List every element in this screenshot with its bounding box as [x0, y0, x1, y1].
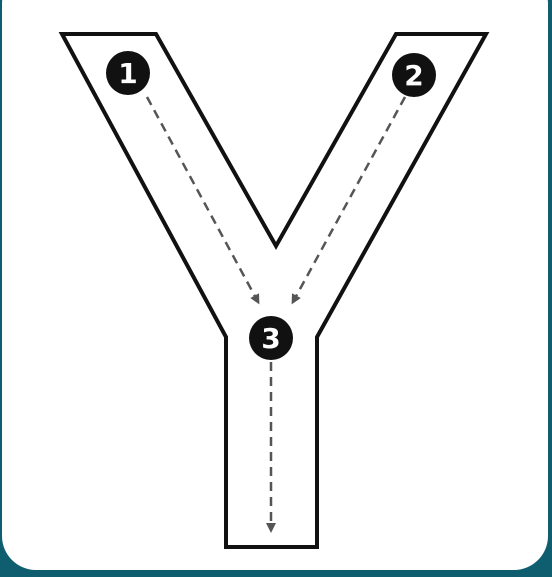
- stroke-arrow-2: [291, 96, 407, 305]
- step-badge-3: 3: [249, 316, 293, 360]
- letter-y-outline: [58, 32, 490, 549]
- step-badge-3-circle: [249, 316, 293, 360]
- step-badge-1: 1: [106, 51, 150, 95]
- stroke-arrow-1: [145, 96, 260, 305]
- step-badge-2-label: 2: [404, 59, 423, 92]
- step-badge-1-label: 1: [118, 57, 137, 90]
- step-badge-3-label: 3: [261, 322, 280, 355]
- step-badge-2: 2: [392, 53, 436, 97]
- step-badge-2-circle: [392, 53, 436, 97]
- step-badge-1-circle: [106, 51, 150, 95]
